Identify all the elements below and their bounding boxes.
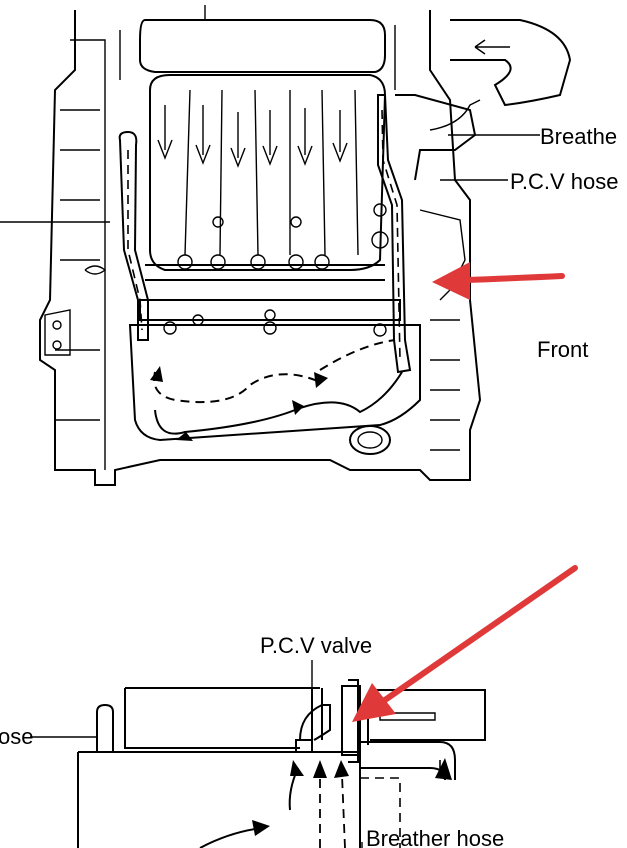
upper-red-arrow-icon (432, 262, 565, 300)
pcv-valve-label: P.C.V valve (260, 633, 372, 658)
pcv-hose-label-top: P.C.V hose (510, 169, 618, 194)
breather-hose-label-bottom: Breather hose (366, 826, 504, 848)
breather-label-top: Breathe (540, 124, 617, 149)
engine-top-view (0, 5, 572, 486)
front-label: Front (537, 337, 588, 362)
lower-red-arrow-icon (352, 565, 578, 722)
hose-label-left: ose (0, 724, 33, 749)
airflow-arrows (150, 339, 403, 441)
pcv-valve-detail (30, 660, 486, 848)
